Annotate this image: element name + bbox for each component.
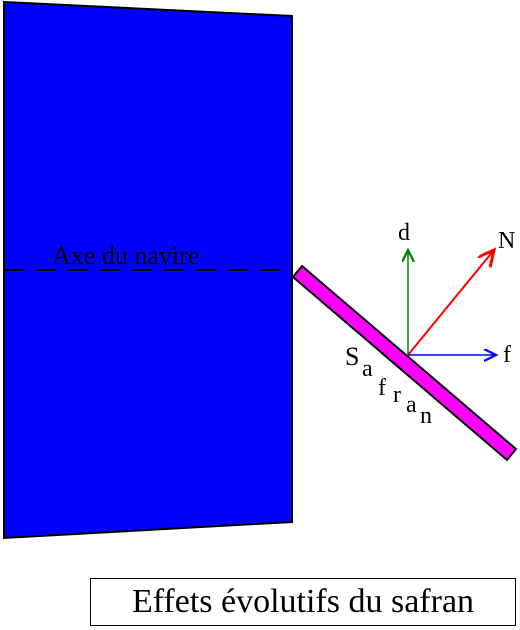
caption-text: Effets évolutifs du safran (131, 583, 475, 620)
vector-d-label: d (398, 220, 410, 246)
rudder-label-letter: n (420, 403, 432, 429)
rudder-label-letter: f (378, 375, 386, 401)
vector-N-arrow (407, 250, 494, 356)
caption-box: Effets évolutifs du safran (90, 578, 516, 626)
rudder-label-letter: a (362, 356, 373, 382)
rudder-label-letter: S (345, 342, 359, 371)
rudder-label-letter: a (406, 392, 417, 418)
rudder-label-letter: r (393, 382, 401, 408)
ship-axis-label: Axe du navire (52, 241, 199, 270)
rudder (291, 264, 518, 462)
vector-f-label: f (503, 342, 511, 368)
vector-N-label: N (498, 228, 515, 254)
